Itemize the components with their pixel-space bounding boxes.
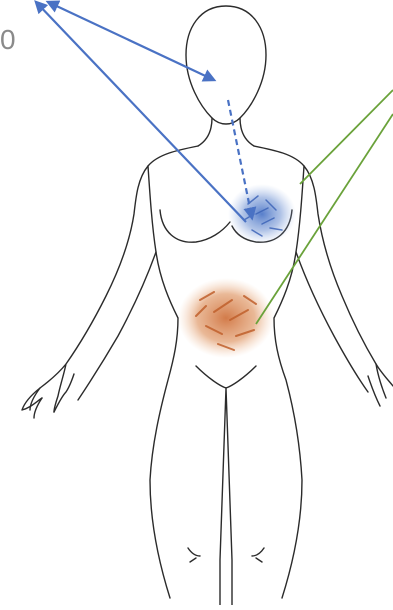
right-hand bbox=[368, 364, 386, 406]
right-shoulder-arm bbox=[254, 146, 393, 386]
blue-arrows bbox=[36, 2, 252, 222]
neck-outline bbox=[198, 118, 254, 146]
left-knee-mark bbox=[188, 548, 200, 562]
left-breast bbox=[160, 210, 230, 242]
arrow-to-chest bbox=[36, 2, 246, 222]
right-inner-arm bbox=[296, 252, 368, 392]
left-torso bbox=[148, 166, 178, 598]
right-knee-mark bbox=[252, 548, 264, 562]
left-shoulder-arm bbox=[22, 146, 198, 412]
left-hand bbox=[30, 374, 74, 418]
legs-inner bbox=[220, 388, 232, 605]
head-outline bbox=[186, 6, 266, 124]
cropped-edge-label: 0 bbox=[0, 26, 16, 54]
groin-line bbox=[196, 366, 256, 388]
